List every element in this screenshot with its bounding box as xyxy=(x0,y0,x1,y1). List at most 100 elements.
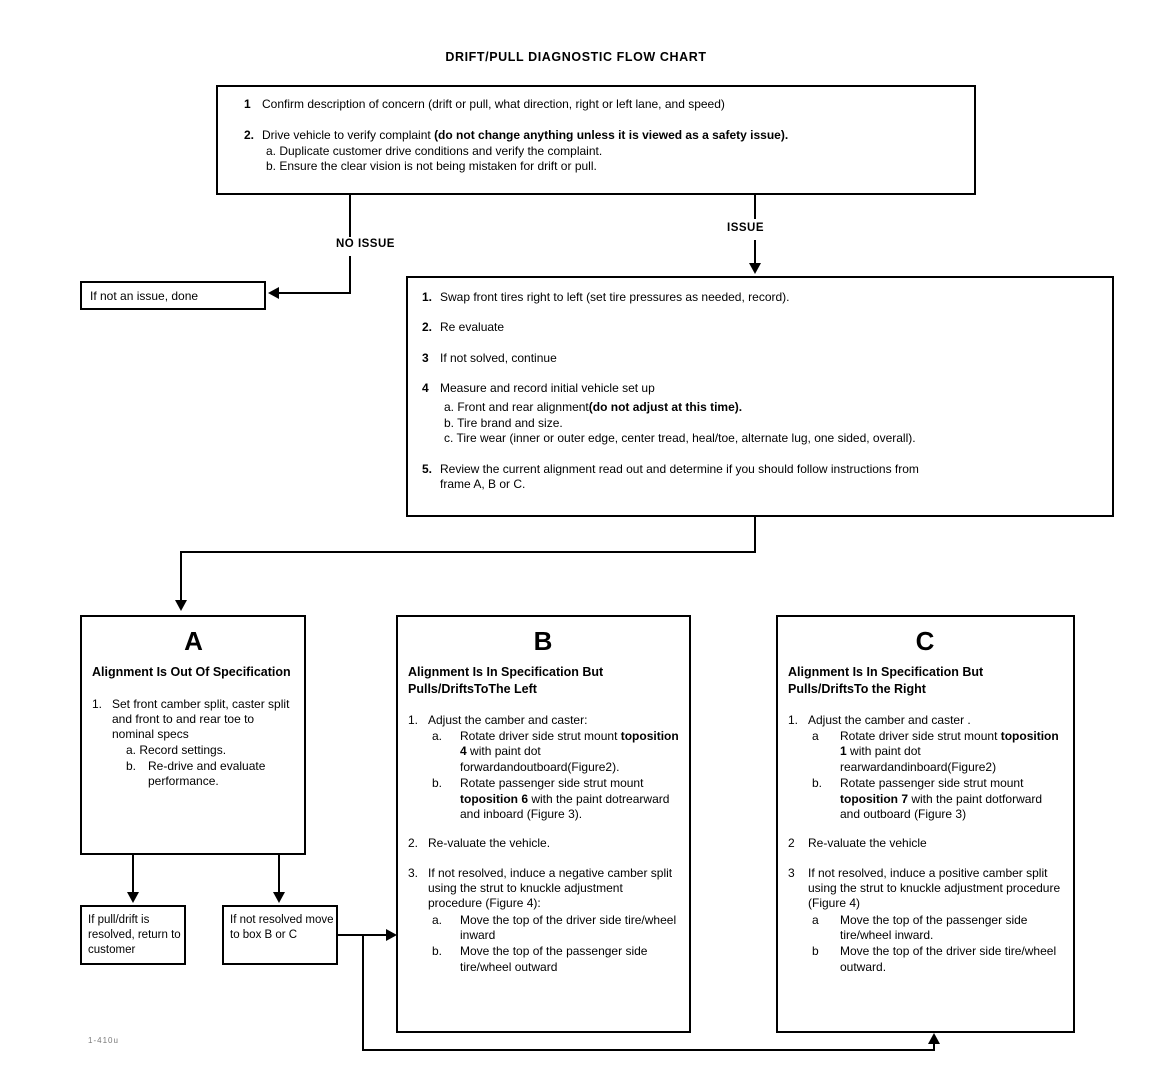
mid-box-item-5: 5. Review the current alignment read out… xyxy=(422,462,1102,493)
connector-issue-upper xyxy=(754,195,756,219)
connector-a-to-not-resolved xyxy=(278,855,280,893)
mid-box-item-4b: b. Tire brand and size. xyxy=(444,415,563,430)
arrowhead-to-mid-box xyxy=(749,263,761,274)
item-text-bold: (do not change anything unless it is vie… xyxy=(434,128,789,143)
item-text: If not solved, continue xyxy=(440,350,557,365)
arrowhead-to-resolved-box xyxy=(127,892,139,903)
item-text: Adjust the camber and caster: xyxy=(428,712,588,727)
frame-b-step-3a: a. Move the top of the driver side tire/… xyxy=(430,913,679,944)
item-text-bold: toposition 4 xyxy=(460,729,679,759)
item-text-tail: with the paint dotrearward and inboard (… xyxy=(460,791,670,821)
item-text-bold: (do not adjust at this time). xyxy=(588,400,743,415)
item-letter: a. xyxy=(432,729,443,744)
node-swap-and-measure: 1. Swap front tires right to left (set t… xyxy=(406,276,1114,517)
arrowhead-to-not-resolved-box xyxy=(273,892,285,903)
top-box-item-1: 1 Confirm description of concern (drift … xyxy=(244,97,962,112)
item-number: 1. xyxy=(422,290,433,304)
item-text-lead: a. Front and rear alignment xyxy=(444,400,589,415)
frame-letter: C xyxy=(915,626,936,656)
item-text: Re-valuate the vehicle. xyxy=(428,836,551,851)
node-frame-a: A Alignment Is Out Of Specification 1. S… xyxy=(80,615,306,855)
edge-label-issue: ISSUE xyxy=(727,222,765,234)
item-number: 2 xyxy=(788,836,795,851)
frame-a-step-1b: b. Re-drive and evaluate performance. xyxy=(126,759,296,790)
mid-box-item-1: 1. Swap front tires right to left (set t… xyxy=(422,290,1102,305)
arrowhead-to-frame-b xyxy=(386,929,397,941)
connector-no-issue-horizontal xyxy=(279,292,351,294)
item-text-tail: with paint dot rearwardandinboard(Figure… xyxy=(840,744,997,774)
footer-mark: 1-410u xyxy=(88,1036,119,1045)
item-text: Re evaluate xyxy=(440,320,505,335)
item-text-tail: with the paint dotforward and outboard (… xyxy=(840,791,1043,821)
item-letter: b. xyxy=(126,758,137,773)
frame-heading: Alignment Is Out Of Specification xyxy=(92,665,291,680)
item-text-line1: Review the current alignment read out an… xyxy=(440,461,919,476)
item-number: 3 xyxy=(788,865,795,880)
item-number: 3. xyxy=(408,865,419,880)
item-letter: b xyxy=(812,944,819,959)
edge-label-no-issue: NO ISSUE xyxy=(336,238,395,250)
top-box-item-2a: a. Duplicate customer drive conditions a… xyxy=(266,143,603,158)
frame-b-step-3b: b. Move the top of the passenger side ti… xyxy=(430,944,679,975)
item-number: 1. xyxy=(92,696,103,711)
item-number: 1. xyxy=(788,712,799,727)
node-not-resolved-move-to-b-or-c: If not resolved move to box B or C xyxy=(222,905,338,965)
arrowhead-to-frame-a xyxy=(175,600,187,611)
frame-heading: Alignment Is In Specification But Pulls/… xyxy=(788,665,984,696)
frame-b-step-1b: b. Rotate passenger side strut mount top… xyxy=(430,776,679,822)
item-text: Move the top of the passenger side tire/… xyxy=(840,912,1028,943)
item-number: 1 xyxy=(244,97,251,111)
connector-a-to-resolved xyxy=(132,855,134,893)
frame-c-step-1b: b. Rotate passenger side strut mount top… xyxy=(810,776,1063,822)
item-text-lead: Rotate passenger side strut mount xyxy=(460,776,644,791)
frame-a-step-1a: a. Record settings. xyxy=(126,742,227,757)
item-text-tail: with paint dot forwardandoutboard(Figure… xyxy=(460,744,620,774)
item-text-bold: toposition 1 xyxy=(840,729,1059,759)
node-text: If not an issue, done xyxy=(90,289,199,303)
item-text: Measure and record initial vehicle set u… xyxy=(440,381,655,396)
node-frame-b: B Alignment Is In Specification But Pull… xyxy=(396,615,691,1033)
frame-letter: A xyxy=(184,626,204,656)
frame-b-step-1a: a. Rotate driver side strut mount toposi… xyxy=(430,729,679,775)
frame-letter: B xyxy=(533,626,554,656)
item-number: 5. xyxy=(422,461,433,476)
item-number: 2. xyxy=(422,320,433,335)
item-text: Re-drive and evaluate performance. xyxy=(148,758,266,789)
item-text-lead: Rotate driver side strut mount xyxy=(460,729,621,744)
item-letter: a xyxy=(812,912,819,927)
frame-b-step-1: 1. Adjust the camber and caster: xyxy=(408,713,679,728)
item-text: Move the top of the driver side tire/whe… xyxy=(840,944,1057,974)
item-text: Swap front tires right to left (set tire… xyxy=(440,290,790,304)
mid-box-item-3: 3 If not solved, continue xyxy=(422,351,1102,366)
connector-bottom-to-c-vertical xyxy=(933,1042,935,1051)
item-letter: a. xyxy=(432,912,443,927)
item-number: 3 xyxy=(422,350,429,365)
item-text-lead: Rotate driver side strut mount xyxy=(840,729,1001,744)
connector-mid-to-a-horizontal xyxy=(180,551,756,553)
item-letter: b. xyxy=(432,944,443,959)
mid-box-item-2: 2. Re evaluate xyxy=(422,320,1102,335)
item-text: If not resolved, induce a negative cambe… xyxy=(428,865,673,911)
connector-mid-to-a-stub xyxy=(754,517,756,552)
frame-c-step-2: 2 Re-valuate the vehicle xyxy=(788,836,1063,851)
connector-bottom-to-c-horizontal xyxy=(362,1049,935,1051)
connector-mid-to-a-vertical xyxy=(180,551,182,601)
node-pull-resolved: If pull/drift is resolved, return to cus… xyxy=(80,905,186,965)
item-number: 4 xyxy=(422,381,429,396)
item-text: Re-valuate the vehicle xyxy=(808,836,927,851)
item-text-bold: toposition 7 xyxy=(840,791,908,806)
item-text-lead: Rotate passenger side strut mount xyxy=(840,776,1024,791)
item-text: Move the top of the driver side tire/whe… xyxy=(460,912,677,943)
arrowhead-to-no-issue-box xyxy=(268,287,279,299)
item-letter: b. xyxy=(432,776,443,791)
item-text: Set front camber split, caster split and… xyxy=(112,696,290,742)
item-text: Adjust the camber and caster . xyxy=(808,712,971,727)
item-text: Move the top of the passenger side tire/… xyxy=(460,944,648,974)
frame-c-step-3a: a Move the top of the passenger side tir… xyxy=(810,913,1063,944)
node-frame-c: C Alignment Is In Specification But Pull… xyxy=(776,615,1075,1033)
item-number: 1. xyxy=(408,712,419,727)
item-text-bold: toposition 6 xyxy=(460,791,528,806)
frame-b-step-2: 2. Re-valuate the vehicle. xyxy=(408,836,679,851)
node-if-not-an-issue-done: If not an issue, done xyxy=(80,281,266,310)
